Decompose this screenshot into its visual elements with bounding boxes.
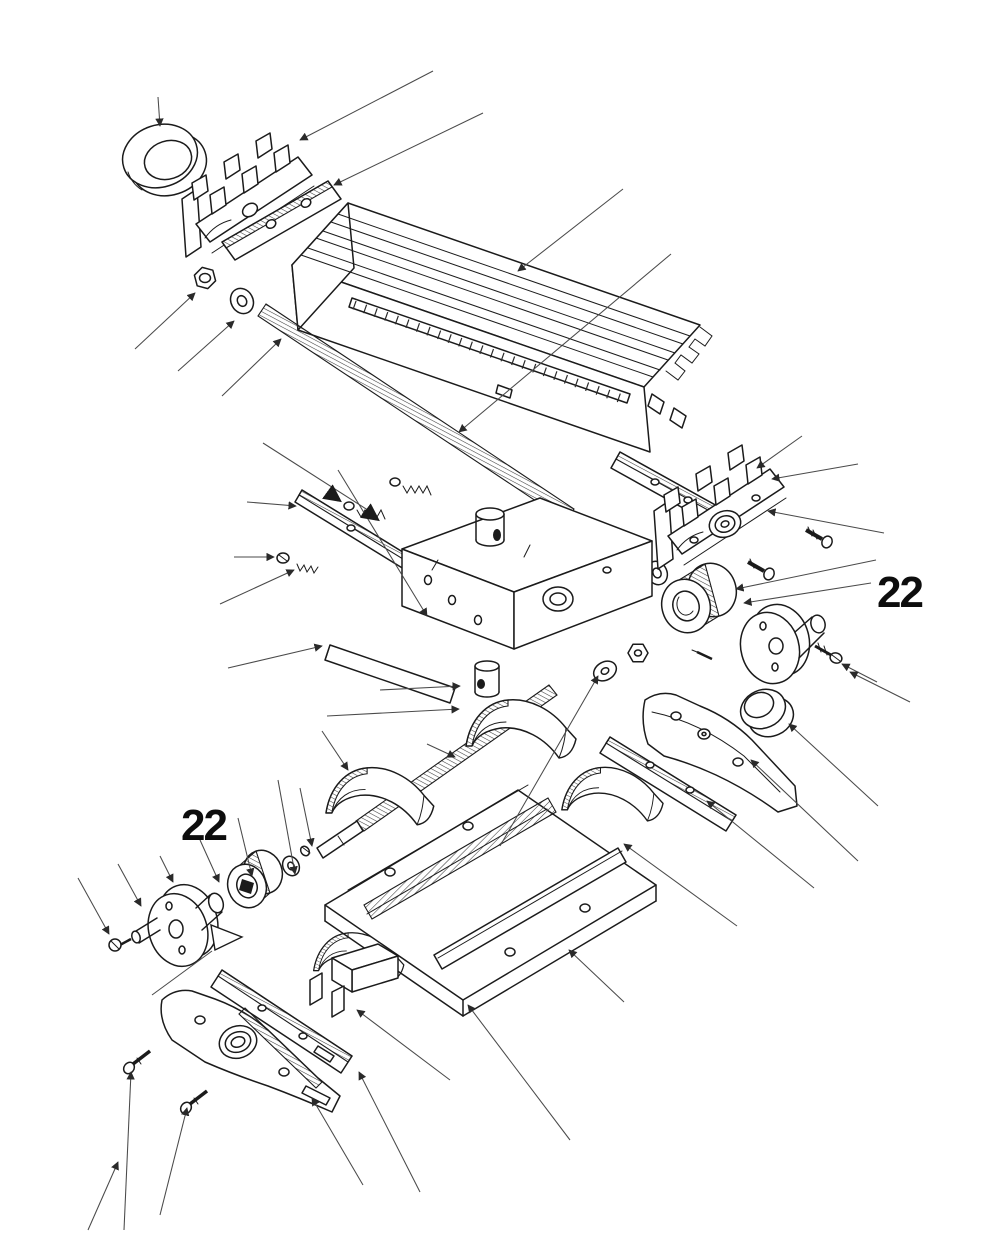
pivot-pin [474,660,500,698]
base-plate [324,784,657,1017]
leader-lines [77,70,911,1231]
base-rack [347,784,557,920]
hex-nut [193,266,217,290]
table-wiper-left [221,180,342,261]
part-label-22-left: 22 [181,801,226,850]
way-cover-center [465,699,577,759]
leadscrew-nut-block [309,943,399,1018]
saddle [401,497,653,650]
support-bracket-right [642,692,798,813]
taper-pin [691,649,713,661]
handwheel-left [131,883,225,968]
table-wiper-right [610,451,729,529]
mounting-screw-1 [122,1049,152,1075]
gib-screw-spring-2 [389,477,432,496]
gib-screw-spring-3 [276,552,319,575]
handwheel-right [739,603,826,685]
bracket-screw-a [805,526,833,549]
graduated-dial-right [660,562,738,634]
cap-plug-right [739,688,795,738]
part-label-22-right: 22 [877,568,922,617]
milling-table [291,202,713,453]
table-scale [348,297,631,406]
cap-plug-top-left [121,123,208,197]
bracket-wiper-bottom [210,969,353,1074]
crank-screw-left [108,937,132,952]
gib-retainer-bar [324,644,456,704]
table-end-bracket-right [653,444,787,570]
flat-washer [229,287,255,315]
graduated-dial-left [226,849,284,909]
shaft-spacer-left [299,845,311,857]
end-bracket-bottom [160,989,341,1113]
assembly-arrow [151,923,244,996]
pivot-nut [627,643,649,663]
gib-screw-spring-1 [343,501,386,520]
mounting-screw-2 [179,1089,209,1115]
pivot-washer [592,660,618,682]
crank-screw-right [814,642,843,664]
support-wiper-right [599,736,737,832]
bracket-screw-b [747,558,775,581]
